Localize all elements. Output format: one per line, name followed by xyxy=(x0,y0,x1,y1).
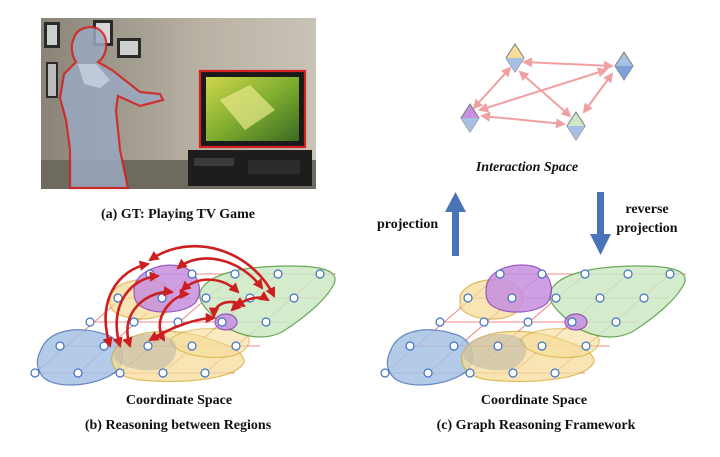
region-gray xyxy=(114,333,177,371)
panel-b-space-label: Coordinate Space xyxy=(125,393,233,408)
coordinate-space-grid-b xyxy=(30,245,336,386)
projection-label: projection xyxy=(377,217,439,232)
interaction-space-graph xyxy=(460,43,634,141)
person-figure xyxy=(58,26,165,190)
tv-screen xyxy=(198,69,307,149)
interaction-node-4 xyxy=(566,111,586,141)
grid-nodes-c xyxy=(380,269,675,378)
person-playing-tv-game-photo xyxy=(41,18,316,190)
region-yellow-mid-c xyxy=(519,328,600,359)
interaction-node-1 xyxy=(505,43,525,73)
projection-arrow xyxy=(445,192,466,256)
coordinate-space-grid-c xyxy=(380,264,686,386)
panel-c-space-label: Coordinate Space xyxy=(480,393,588,408)
reverse-projection-label-line2: projection xyxy=(616,221,678,236)
panel-a-caption: (a) GT: Playing TV Game xyxy=(101,207,255,222)
panel-b-caption: (b) Reasoning between Regions xyxy=(84,418,272,433)
region-gray-c xyxy=(464,333,527,371)
reverse-projection-label-line1: reverse xyxy=(625,202,669,217)
interaction-node-2 xyxy=(614,51,634,81)
panel-c-caption: (c) Graph Reasoning Framework xyxy=(436,418,636,433)
reverse-projection-arrow xyxy=(590,192,611,255)
interaction-node-3 xyxy=(460,103,480,133)
reasoning-arrows xyxy=(102,245,276,348)
interaction-space-label: Interaction Space xyxy=(475,160,579,175)
